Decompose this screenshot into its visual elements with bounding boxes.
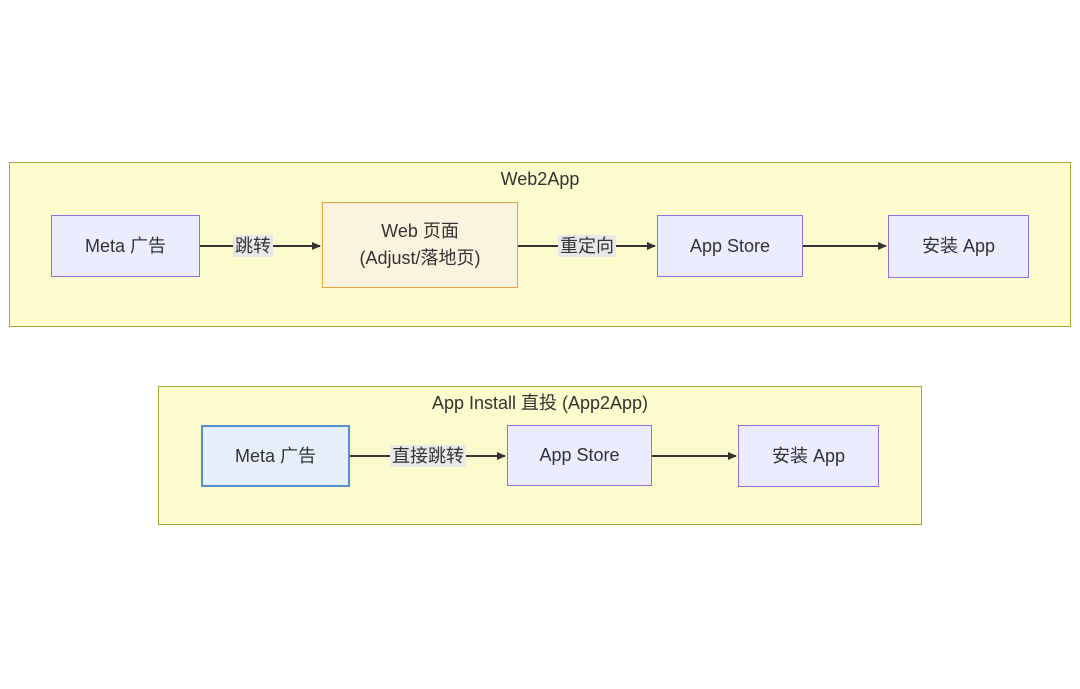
node-label: 安装 App <box>771 445 846 466</box>
node-web2app-install-app: 安装 App <box>888 215 1029 278</box>
node-label: App Store <box>689 235 771 256</box>
node-app2app-app-store: App Store <box>507 425 652 486</box>
edge-label-direct-jump: 直接跳转 <box>390 445 466 467</box>
node-label: App Store <box>539 445 620 465</box>
node-web2app-meta-ad: Meta 广告 <box>51 215 200 277</box>
node-label-line1: Web 页面 <box>381 221 459 241</box>
group-web2app-title: Web2App <box>500 169 580 189</box>
edge-label-jump: 跳转 <box>233 235 273 257</box>
node-web2app-app-store: App Store <box>657 215 803 277</box>
node-app2app-meta-ad: Meta 广告 <box>201 425 350 487</box>
node-label: Meta 广告 <box>234 445 317 466</box>
group-app2app-title: App Install 直投 (App2App) <box>431 393 649 413</box>
node-label: 安装 App <box>921 236 996 256</box>
node-label: Meta 广告 <box>84 235 167 256</box>
node-app2app-install-app: 安装 App <box>738 425 879 487</box>
node-web2app-web-page: Web 页面 (Adjust/落地页) <box>322 202 518 288</box>
node-label-line2: (Adjust/落地页) <box>359 248 481 268</box>
edge-label-redirect: 重定向 <box>558 235 616 257</box>
